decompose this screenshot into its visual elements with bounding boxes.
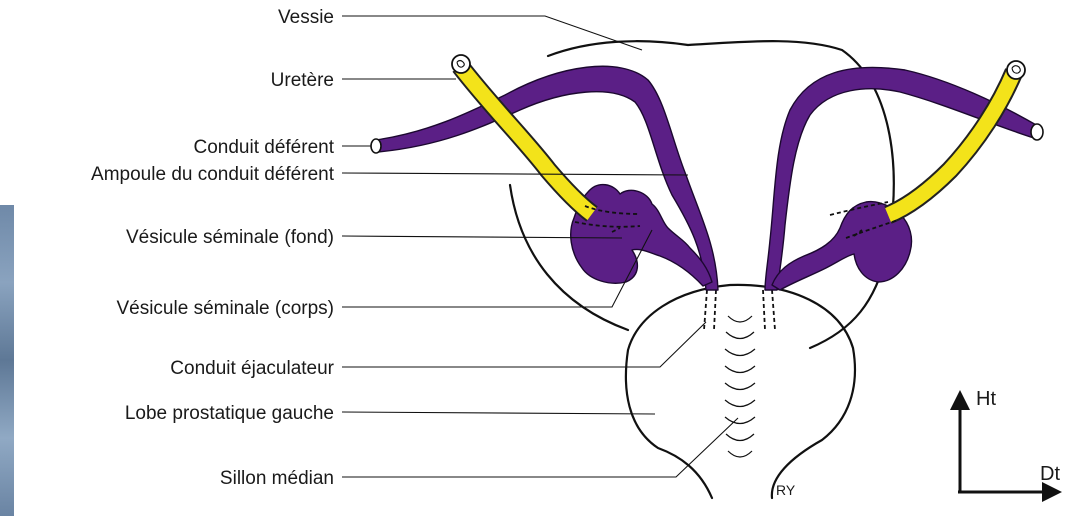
- left-ureter-end: [452, 55, 470, 73]
- prostate-outline: [626, 285, 855, 498]
- ejaculatory-ducts: [704, 290, 775, 330]
- label-vesicule-fond: Vésicule séminale (fond): [126, 227, 334, 248]
- label-conduit-ejaculateur: Conduit éjaculateur: [170, 358, 334, 379]
- right-vas-deferens-end: [1031, 124, 1043, 140]
- right-arrow-icon: [1042, 482, 1062, 502]
- up-arrow-icon: [950, 390, 970, 410]
- median-groove: [725, 316, 755, 457]
- orientation-axes: [950, 390, 1062, 502]
- label-lobe-prostatique: Lobe prostatique gauche: [125, 403, 334, 424]
- right-ureter-end: [1007, 61, 1025, 79]
- author-initials: RY: [776, 482, 796, 498]
- label-ampoule: Ampoule du conduit déférent: [91, 164, 335, 185]
- label-conduit-deferent: Conduit déférent: [194, 137, 335, 158]
- left-vas-deferens-end: [371, 139, 381, 153]
- label-vessie: Vessie: [278, 7, 334, 28]
- label-vesicule-corps: Vésicule séminale (corps): [116, 298, 334, 319]
- label-uretere: Uretère: [271, 70, 334, 91]
- axis-up-label: Ht: [976, 388, 996, 410]
- axis-right-label: Dt: [1040, 463, 1060, 485]
- label-sillon-median: Sillon médian: [220, 468, 334, 489]
